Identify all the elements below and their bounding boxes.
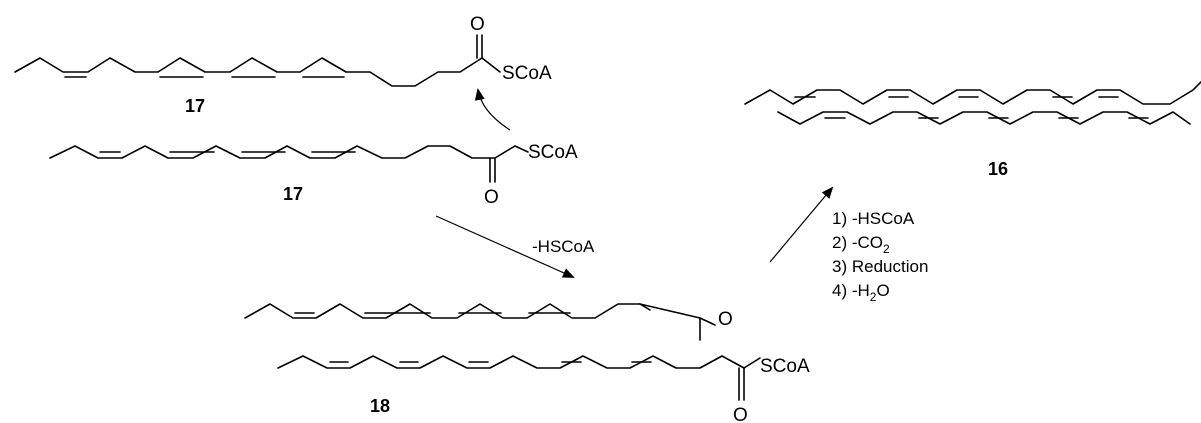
oxygen-atom-label: O <box>484 187 499 208</box>
compound-17-top-structure <box>14 34 501 87</box>
condition-step-1: 1) -HSCoA <box>832 209 915 228</box>
condition-step-3: 3) Reduction <box>832 257 928 276</box>
condition-step-2: 2) -CO2 <box>832 233 890 256</box>
compound-18-structure <box>244 303 761 401</box>
compound-17-middle-structure <box>49 145 529 183</box>
compound-label-18: 18 <box>370 396 390 416</box>
product-arrow <box>769 186 834 263</box>
condensation-condition: -HSCoA <box>532 237 595 256</box>
oxygen-atom-label: O <box>718 309 733 330</box>
scoa-group-label: SCoA <box>760 356 810 377</box>
compound-label-16: 16 <box>988 159 1008 179</box>
compound-16-structure <box>744 81 1201 125</box>
oxygen-atom-label: O <box>470 14 485 35</box>
product-conditions: 1) -HSCoA 2) -CO2 3) Reduction 4) -H2O <box>832 209 928 304</box>
condensation-arrow <box>435 215 575 278</box>
condition-step-4: 4) -H2O <box>832 281 890 304</box>
scoa-group-label: SCoA <box>502 63 552 84</box>
scoa-group-label: SCoA <box>528 142 578 163</box>
compound-label-17-top: 17 <box>185 96 205 116</box>
oxygen-atom-label: O <box>733 405 748 423</box>
attack-curved-arrow <box>474 88 511 131</box>
compound-label-17-middle: 17 <box>283 184 303 204</box>
